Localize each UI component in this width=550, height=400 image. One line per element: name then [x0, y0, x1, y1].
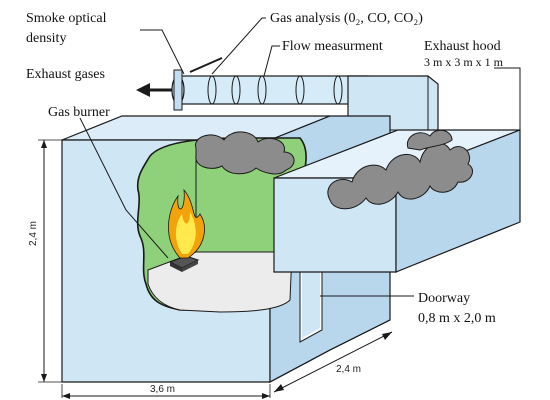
dimension-length [61, 384, 271, 399]
label-exhaust-hood: Exhaust hood [424, 39, 501, 54]
smoke-cloud-hood [327, 129, 473, 210]
smoke-cloud-interior [195, 131, 295, 175]
exhaust-arrow [136, 83, 172, 97]
dimension-height-label: 2,4 m [28, 221, 39, 246]
label-doorway-size: 0,8 m x 2,0 m [418, 311, 496, 326]
dimension-width-label: 2,4 m [336, 364, 361, 375]
label-smoke-optical-1: Smoke optical [26, 11, 107, 26]
dimension-length-label: 3,6 m [150, 384, 175, 395]
label-gas-analysis: Gas analysis (0₂, CO, CO₂) [270, 11, 423, 26]
label-exhaust-gases: Exhaust gases [26, 67, 105, 82]
label-smoke-optical-2: density [26, 31, 66, 46]
label-doorway: Doorway [418, 291, 470, 306]
dimension-width [273, 331, 393, 393]
label-flow-measurement: Flow measurment [282, 39, 383, 54]
label-gas-burner: Gas burner [48, 105, 110, 120]
label-hood-size: 3 m x 3 m x 1 m [424, 55, 504, 69]
exhaust-duct [171, 57, 369, 111]
leader-lines [79, 17, 521, 297]
flame-icon [168, 188, 205, 259]
dimension-height [38, 139, 62, 383]
